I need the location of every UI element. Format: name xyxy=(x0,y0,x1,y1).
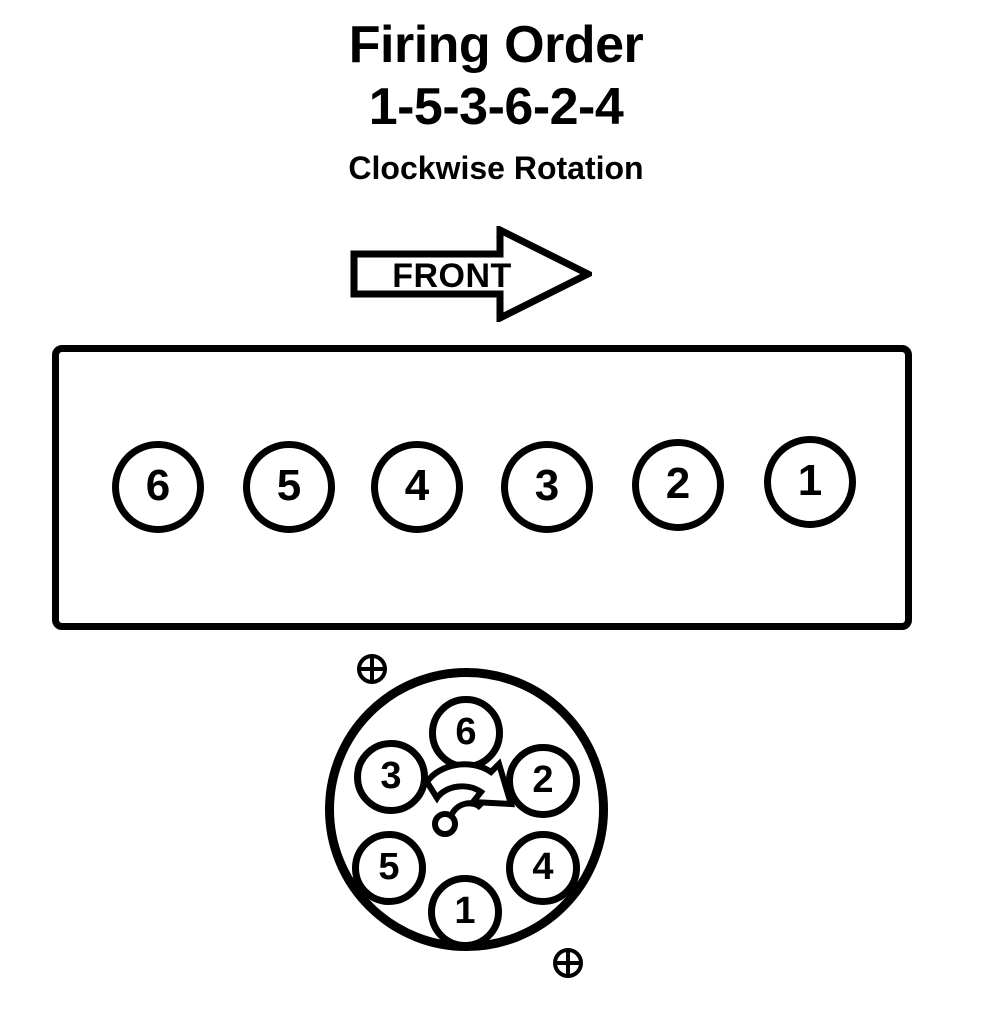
crosshair-screw-icon-bottom-right xyxy=(551,946,585,980)
distributor-terminal-6-label: 6 xyxy=(455,711,477,753)
clockwise-rotation-arrow-icon xyxy=(425,758,535,850)
distributor-terminal-1-label: 1 xyxy=(454,890,476,932)
cylinder-1[interactable]: 1 xyxy=(764,436,856,528)
cylinder-6-label: 6 xyxy=(145,461,171,510)
distributor-terminal-6[interactable]: 6 xyxy=(429,696,503,770)
distributor-terminal-2[interactable]: 2 xyxy=(506,744,580,818)
front-direction-arrow-icon xyxy=(350,226,592,322)
cylinder-6[interactable]: 6 xyxy=(112,441,204,533)
front-arrow-label: FRONT xyxy=(392,257,512,295)
cylinder-3[interactable]: 3 xyxy=(501,441,593,533)
firing-order-sequence: 1-5-3-6-2-4 xyxy=(368,78,624,136)
page-title: Firing Order xyxy=(348,16,644,74)
crosshair-screw-icon-top-left xyxy=(355,652,389,686)
distributor-terminal-3[interactable]: 3 xyxy=(354,740,428,814)
distributor-terminal-5[interactable]: 5 xyxy=(352,831,426,905)
distributor-terminal-1[interactable]: 1 xyxy=(428,875,502,949)
distributor-terminal-4[interactable]: 4 xyxy=(506,831,580,905)
rotation-direction-label: Clockwise Rotation xyxy=(348,150,644,186)
cylinder-4-label: 4 xyxy=(404,461,430,510)
distributor-terminal-5-label: 5 xyxy=(378,846,400,888)
cylinder-3-label: 3 xyxy=(534,461,560,510)
cylinder-1-label: 1 xyxy=(797,456,823,505)
cylinder-4[interactable]: 4 xyxy=(371,441,463,533)
heading-block: Firing Order 1-5-3-6-2-4 Clockwise Rotat… xyxy=(0,14,992,188)
distributor-terminal-2-label: 2 xyxy=(532,759,554,801)
cylinder-2-label: 2 xyxy=(665,459,691,508)
distributor-terminal-4-label: 4 xyxy=(532,846,554,888)
cylinder-5-label: 5 xyxy=(276,461,302,510)
distributor-terminal-3-label: 3 xyxy=(380,755,402,797)
cylinder-2[interactable]: 2 xyxy=(632,439,724,531)
cylinder-5[interactable]: 5 xyxy=(243,441,335,533)
